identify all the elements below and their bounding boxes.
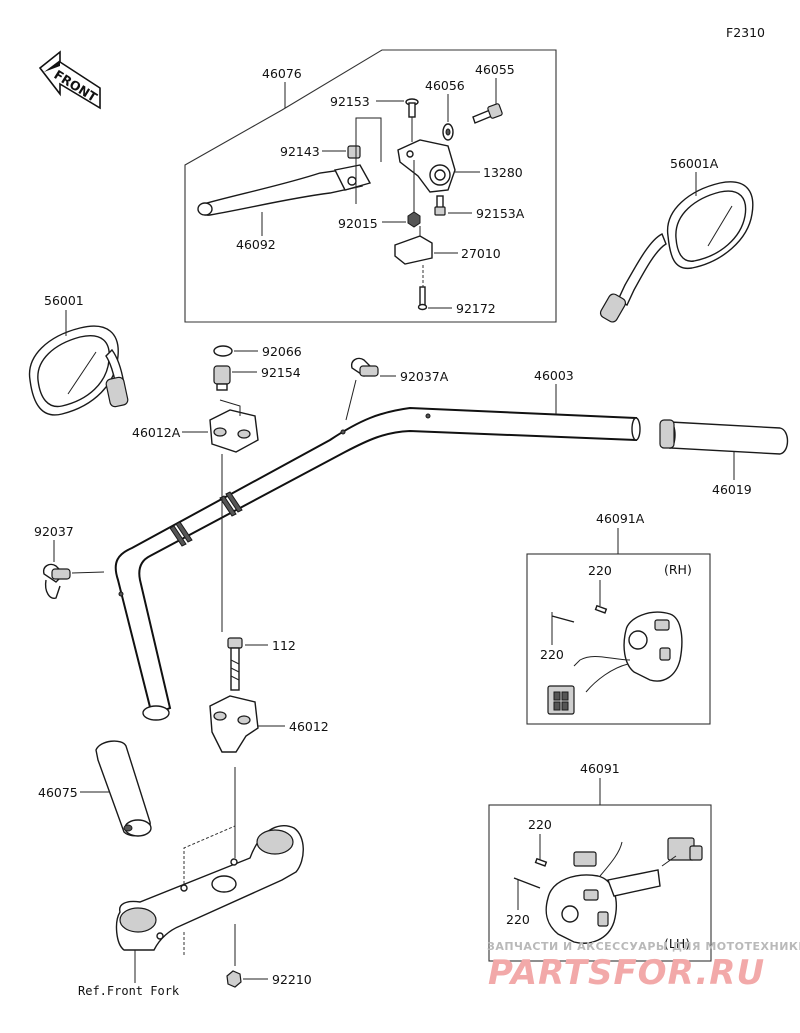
label-13280: 13280 xyxy=(483,165,523,180)
nut-92210: 92210 xyxy=(226,970,312,988)
watermark-logo: PARTSFOR.RU xyxy=(488,953,765,993)
label-220-c: 220 xyxy=(528,817,552,832)
handlebar-46003: 46003 xyxy=(114,368,641,721)
label-92015: 92015 xyxy=(338,216,378,231)
switch-46091A-box: 46091A (RH) 220 220 xyxy=(526,511,711,725)
front-arrow-icon: FRONT xyxy=(38,50,101,110)
label-46092: 46092 xyxy=(236,237,276,252)
cap-92066: 92066 xyxy=(213,344,302,359)
switch-46091-box: 46091 220 220 (LH) xyxy=(488,761,712,962)
label-46003: 46003 xyxy=(534,368,574,383)
label-92210: 92210 xyxy=(272,972,312,987)
label-220-a: 220 xyxy=(588,563,612,578)
clutch-lever-46092: 46092 xyxy=(197,164,372,252)
mirror-56001A: 56001A xyxy=(599,156,754,323)
switch-27010: 27010 xyxy=(394,226,501,265)
throttle-grip-46019: 46019 xyxy=(659,419,789,497)
knurl-band xyxy=(169,491,243,547)
label-46055: 46055 xyxy=(475,62,515,77)
screw-92153A: 92153A xyxy=(434,195,525,221)
figure-code: F2310 xyxy=(726,25,765,40)
clutch-lever-assembly-box: 46076 xyxy=(184,49,557,323)
label-92153: 92153 xyxy=(330,94,370,109)
ref-front-fork-label: Ref.Front Fork xyxy=(78,984,180,998)
label-46019: 46019 xyxy=(712,482,752,497)
label-92143: 92143 xyxy=(280,144,320,159)
label-46091: 46091 xyxy=(580,761,620,776)
label-46056: 46056 xyxy=(425,78,465,93)
nut-92015: 92015 xyxy=(338,160,421,231)
grip-46075: 46075 xyxy=(38,740,152,837)
lower-bracket-front-fork: Ref.Front Fork xyxy=(78,767,304,998)
label-27010: 27010 xyxy=(461,246,501,261)
label-92037A: 92037A xyxy=(400,369,449,384)
clamp-92037A: 92037A xyxy=(345,357,449,421)
label-92066: 92066 xyxy=(262,344,302,359)
label-46076: 46076 xyxy=(262,66,302,81)
label-92037: 92037 xyxy=(34,524,74,539)
label-46012A: 46012A xyxy=(132,425,181,440)
collar-92143: 92143 xyxy=(280,117,382,204)
holder-46012A: 46012A xyxy=(132,399,259,453)
mirror-56001: 56001 xyxy=(28,293,129,416)
rh-label: (RH) xyxy=(664,562,692,577)
holder-46012: 46012 xyxy=(209,695,329,753)
label-112: 112 xyxy=(272,638,296,653)
screw-92172: 92172 xyxy=(417,265,496,316)
label-56001A: 56001A xyxy=(670,156,719,171)
bolt-92154: 92154 xyxy=(213,365,301,391)
label-56001: 56001 xyxy=(44,293,84,308)
lever-holder-13280: 13280 xyxy=(397,139,523,193)
label-220-b: 220 xyxy=(540,647,564,662)
label-92153A: 92153A xyxy=(476,206,525,221)
watermark-tagline: ЗАПЧАСТИ И АКСЕССУАРЫ ДЛЯ МОТОТЕХНИКИ xyxy=(487,940,800,953)
label-46091A: 46091A xyxy=(596,511,645,526)
bolt-92153: 92153 xyxy=(330,94,419,142)
washer-46056: 46056 xyxy=(425,78,465,141)
label-220-d: 220 xyxy=(506,912,530,927)
bolt-112: 112 xyxy=(227,637,296,691)
clamp-92037: 92037 xyxy=(34,524,105,599)
label-46012: 46012 xyxy=(289,719,329,734)
label-92172: 92172 xyxy=(456,301,496,316)
screw-46055: 46055 xyxy=(472,62,515,124)
lh-label: (LH) xyxy=(664,936,690,951)
label-92154: 92154 xyxy=(261,365,301,380)
label-46075: 46075 xyxy=(38,785,78,800)
